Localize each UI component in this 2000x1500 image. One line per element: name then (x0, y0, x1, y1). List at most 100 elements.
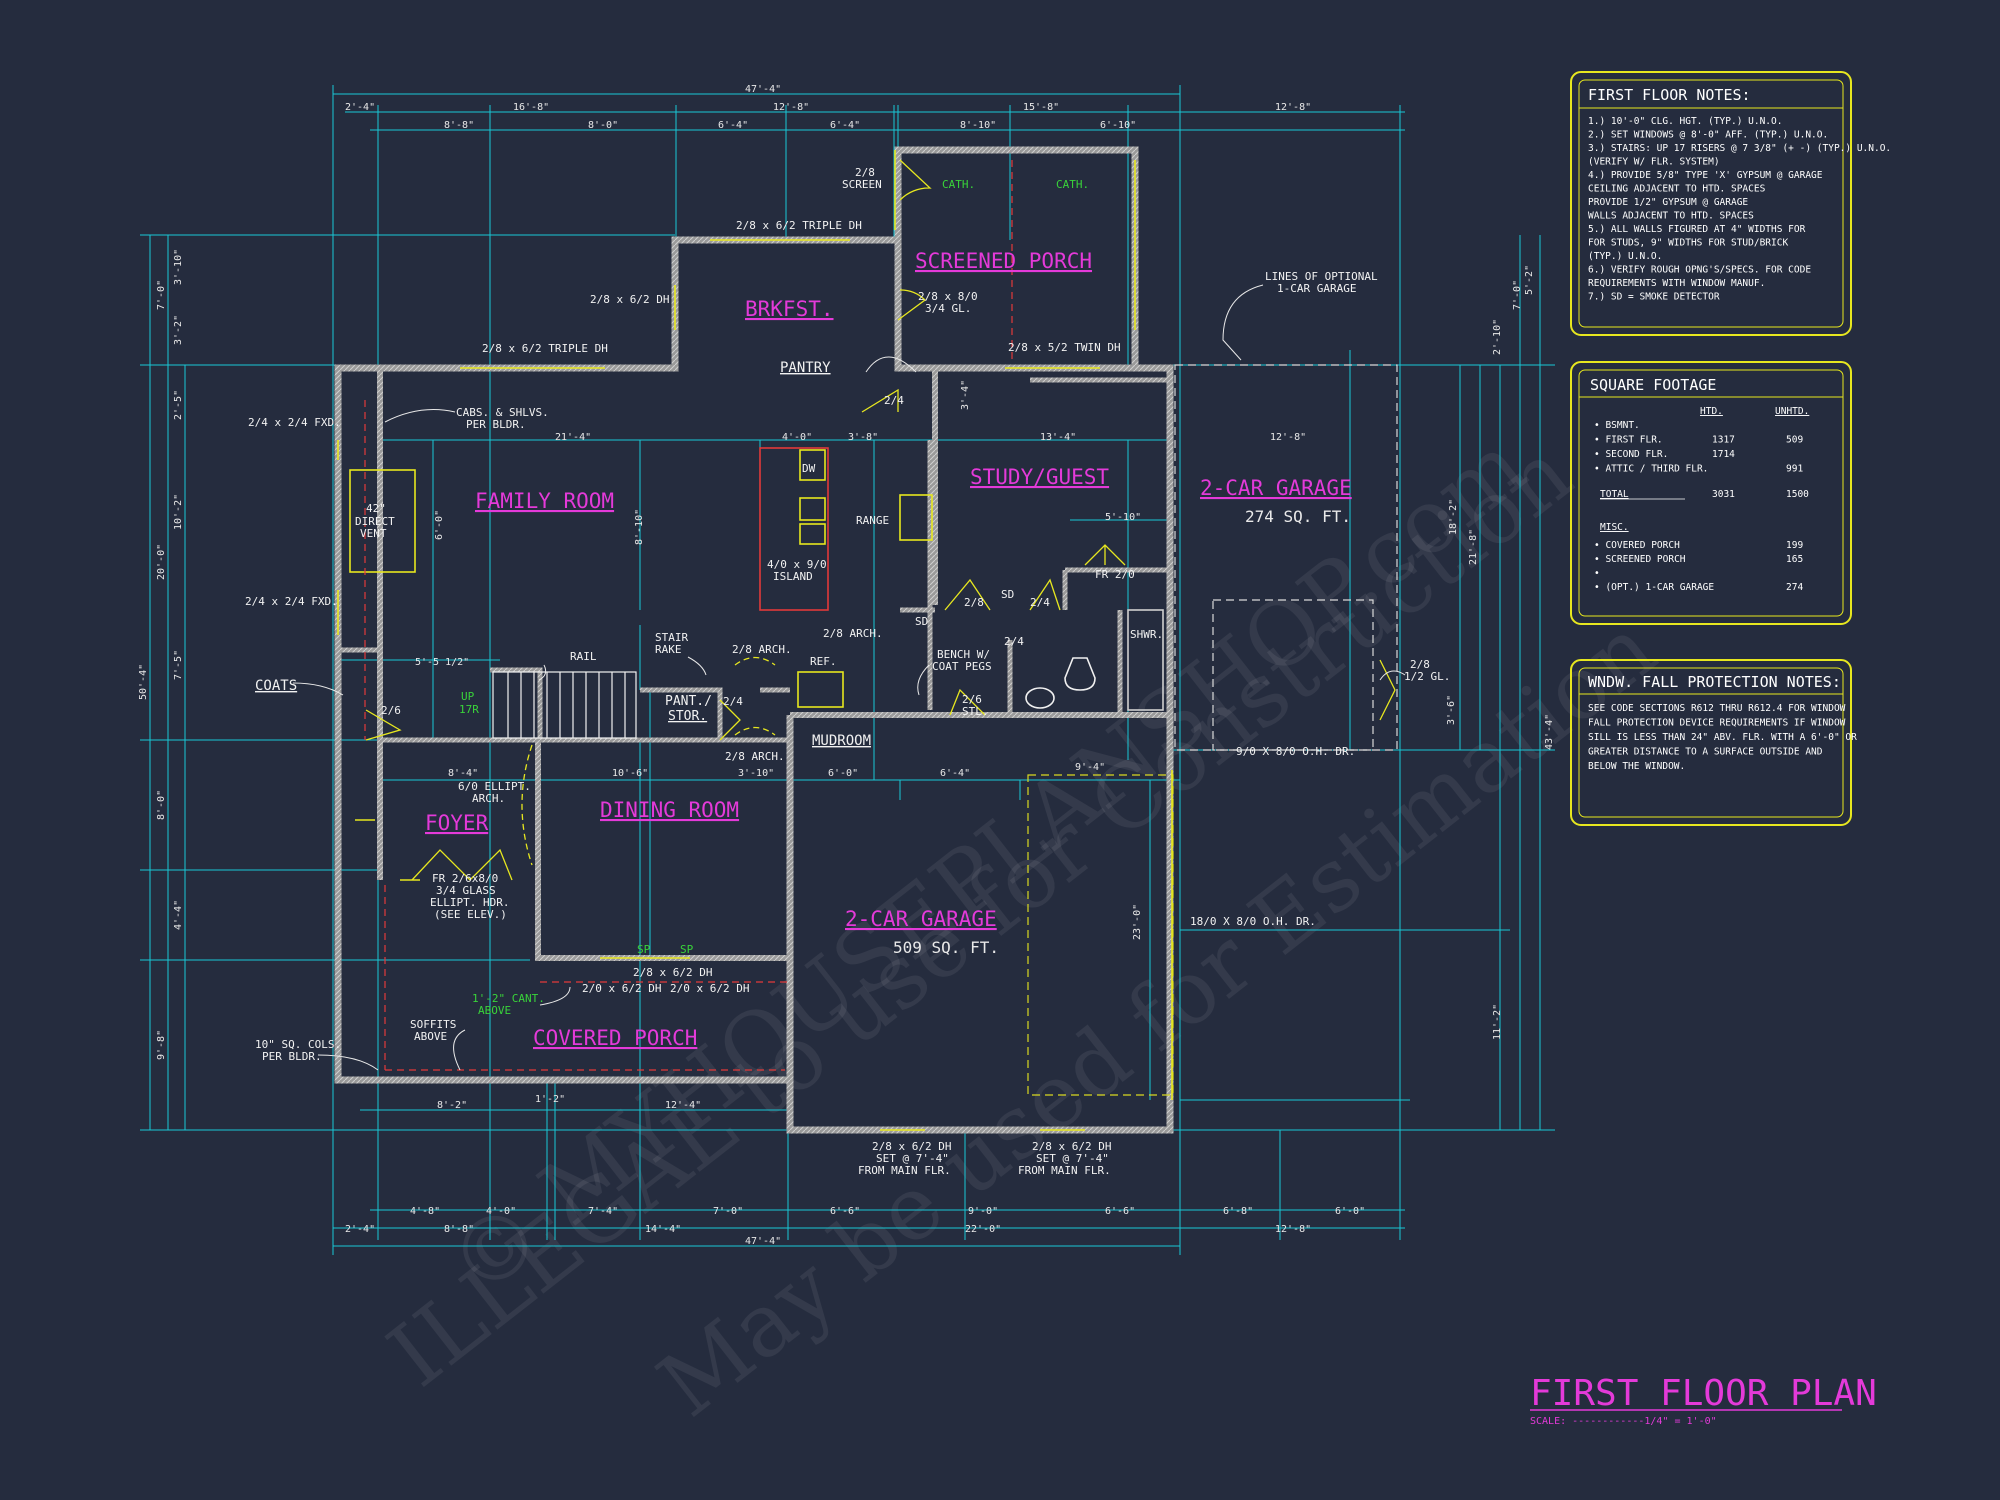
dim-left-d: 9'-8" (156, 1030, 167, 1060)
dim-left-e: 3'-10" (173, 249, 184, 285)
dim-bot-m: 6'-8" (1223, 1206, 1253, 1217)
dim-right-g: 2'-10" (1492, 319, 1503, 355)
dim-in-j: 8'-4" (448, 768, 478, 779)
dim-in-b: 13'-4" (1040, 432, 1076, 443)
label-win-triple-top: 2/8 x 6/2 TRIPLE DH (736, 219, 862, 232)
dim-top-a: 2'-4" (345, 102, 375, 113)
dim-bot-i: 7'-0" (713, 1206, 743, 1217)
label-bench-1: BENCH W/ (937, 648, 990, 661)
room-coats: COATS (255, 678, 297, 694)
dim-bot-k: 9'-0" (968, 1206, 998, 1217)
label-gw2-1: 2/8 x 6/2 DH (1032, 1140, 1111, 1153)
dim-right-e: 21'-8" (1468, 529, 1479, 565)
dim-in-f: 23'-0" (1132, 904, 1143, 940)
dim-right-total: 43'-4" (1544, 714, 1555, 750)
red-dashed-lines (364, 160, 1013, 1071)
watermark: © MYHOUSEPLANSHOP.com ILLEGAL to use for… (370, 414, 1675, 1437)
room-pantry: PANTRY (780, 360, 831, 376)
sqft-col-htd: HTD. (1700, 406, 1723, 417)
room-covered-porch: COVERED PORCH (533, 1026, 697, 1050)
first-floor-note-line: 5.) ALL WALLS FIGURED AT 4" WIDTHS FOR (1588, 224, 1806, 235)
room-mudroom: MUDROOM (812, 733, 871, 749)
label-gw1-2: SET @ 7'-4" (876, 1152, 949, 1165)
drawing-title: FIRST FLOOR PLAN (1530, 1373, 1877, 1414)
label-door-porch-1: 2/8 x 8/0 (918, 290, 978, 303)
sqft-misc-value: 199 (1786, 540, 1803, 551)
label-arch-2: 2/8 ARCH. (823, 627, 883, 640)
label-fxd-top: 2/4 x 2/4 FXD. (248, 416, 341, 429)
dim-top-k: 6'-10" (1100, 120, 1136, 131)
dim-in-n: 3'-10" (738, 768, 774, 779)
first-floor-note-line: PROVIDE 1/2" GYPSUM @ GARAGE (1588, 197, 1748, 208)
label-gl-1: 2/8 (1410, 658, 1430, 671)
sqft-col-unhtd: UNHTD. (1775, 406, 1809, 417)
sqft-row-label: • SECOND FLR. (1594, 449, 1668, 460)
label-twin-dh: 2/8 x 5/2 TWIN DH (1008, 341, 1121, 354)
sqft-misc-label: • COVERED PORCH (1594, 540, 1680, 551)
first-floor-note-line: FOR STUDS, 9" WIDTHS FOR STUD/BRICK (1588, 238, 1788, 249)
label-stair-1: STAIR (655, 631, 688, 644)
dim-left-a: 7'-0" (156, 280, 167, 310)
label-vent-3: VENT (360, 527, 387, 540)
dim-in-r: 1'-2" (535, 1094, 565, 1105)
label-cabs-2: PER BLDR. (466, 418, 526, 431)
dim-in-k: 10'-6" (612, 768, 648, 779)
label-front-2: 3/4 GLASS (436, 884, 496, 897)
label-screen-1: 2/8 (855, 166, 875, 179)
dim-bot-f: 4'-8" (410, 1206, 440, 1217)
dim-bot-d: 22'-0" (965, 1224, 1001, 1235)
label-d28: 2/8 (964, 596, 984, 609)
sqft-row-label: • FIRST FLR. (1594, 435, 1663, 446)
first-floor-note-line: 6.) VERIFY ROUGH OPNG'S/SPECS. FOR CODE (1588, 265, 1811, 276)
dim-top-g: 8'-0" (588, 120, 618, 131)
door-swings (365, 159, 1396, 881)
label-optional-2: 1-CAR GARAGE (1277, 282, 1356, 295)
first-floor-note-line: 3.) STAIRS: UP 17 RISERS @ 7 3/8" (+ -) … (1588, 143, 1891, 154)
label-dw: DW (802, 462, 816, 475)
first-floor-notes-title: FIRST FLOOR NOTES: (1588, 86, 1751, 104)
dim-in-h: 3'-8" (848, 432, 878, 443)
fall-protection-line: SILL IS LESS THAN 24" ABV. FLR. WITH A 6… (1588, 732, 1857, 743)
first-floor-note-line: 1.) 10'-0" CLG. HGT. (TYP.) U.N.O. (1588, 116, 1782, 127)
label-cath-1: CATH. (942, 178, 975, 191)
dim-top-j: 8'-10" (960, 120, 996, 131)
label-front-3: ELLIPT. HDR. (430, 896, 509, 909)
dim-bot-total: 47'-4" (745, 1236, 781, 1247)
label-ellipt-2: ARCH. (472, 792, 505, 805)
dim-bot-g: 4'-0" (486, 1206, 516, 1217)
dim-in-q: 12'-4" (665, 1100, 701, 1111)
sqft-row-unhtd: 509 (1786, 435, 1803, 446)
dim-left-i: 7'-5" (173, 650, 184, 680)
first-floor-note-line: (VERIFY W/ FLR. SYSTEM) (1588, 157, 1720, 168)
first-floor-note-line: 2.) SET WINDOWS @ 8'-0" AFF. (TYP.) U.N.… (1588, 130, 1828, 141)
fall-protection-line: GREATER DISTANCE TO A SURFACE OUTSIDE AN… (1588, 747, 1823, 758)
drawing-title-block: FIRST FLOOR PLAN SCALE: ------------1/4"… (1530, 1373, 1877, 1427)
first-floor-notes-box (1570, 71, 1852, 336)
label-sp-1: SP (637, 943, 651, 956)
label-cabs-1: CABS. & SHLVS. (456, 406, 549, 419)
label-din-win-2: 2/0 x 6/2 DH (582, 982, 661, 995)
stair (492, 671, 637, 739)
dim-right-f: 3'-6" (1446, 695, 1457, 725)
label-arch-1: 2/8 ARCH. (732, 643, 792, 656)
label-stl-1: 2/6 (962, 693, 982, 706)
dimension-lines (140, 85, 1555, 1255)
sqft-misc-label: • (1594, 568, 1600, 579)
dim-in-i: 8'-10" (634, 509, 645, 545)
garage-main-area: 509 SQ. FT. (893, 938, 999, 957)
label-optional-1: LINES OF OPTIONAL (1265, 270, 1378, 283)
dim-in-t: 3'-4" (960, 380, 971, 410)
label-up-1: UP (461, 690, 475, 703)
label-shwr: SHWR. (1130, 628, 1163, 641)
dim-top-d: 15'-8" (1023, 102, 1059, 113)
square-footage-title: SQUARE FOOTAGE (1590, 376, 1716, 394)
dim-in-s: 6'-0" (434, 510, 445, 540)
dim-bot-n: 6'-0" (1335, 1206, 1365, 1217)
label-bench-2: COAT PEGS (932, 660, 992, 673)
label-stl-2: STL. (962, 705, 989, 718)
square-footage-box (1570, 361, 1852, 625)
label-ohdoor-small: 9/0 X 8/0 O.H. DR. (1236, 745, 1355, 758)
dim-bot-e: 12'-8" (1275, 1224, 1311, 1235)
